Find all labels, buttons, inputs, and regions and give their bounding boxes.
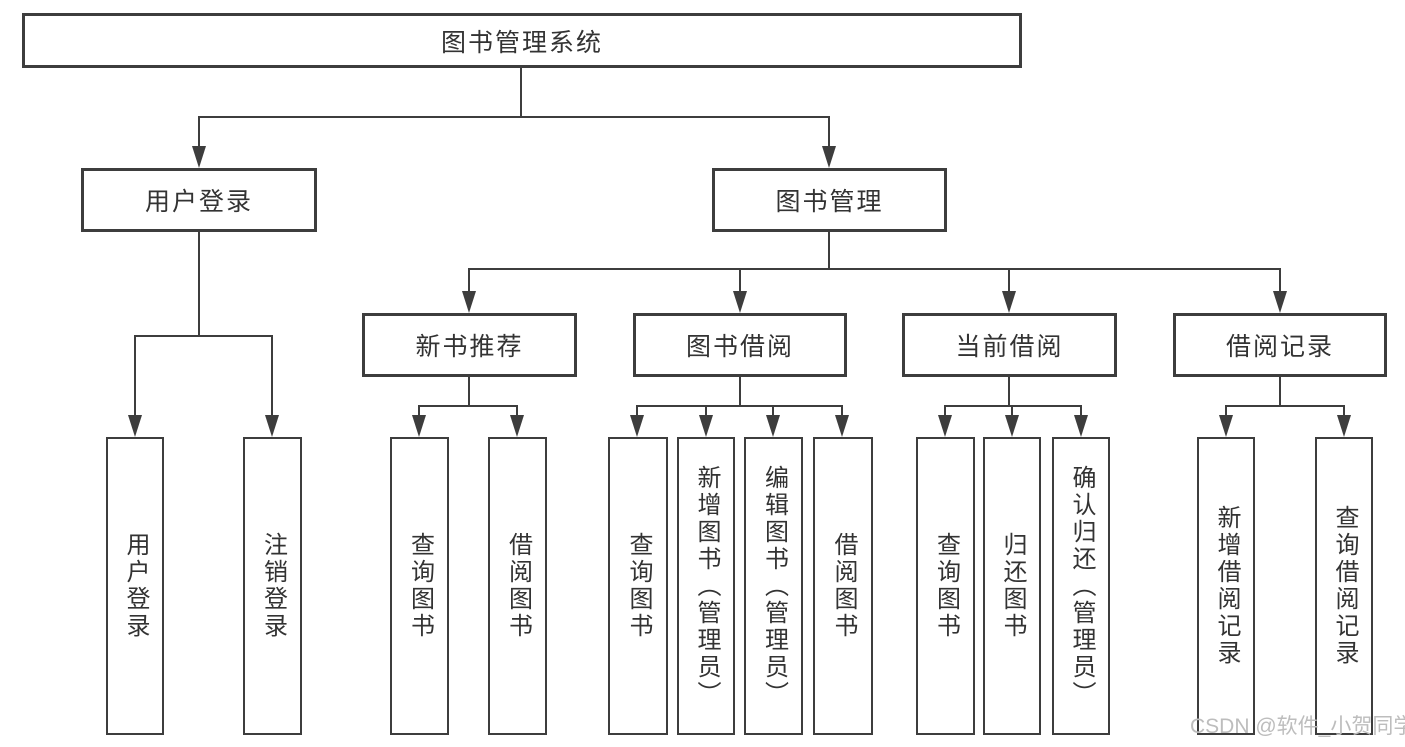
node-book-borrow: 图书借阅 — [633, 313, 847, 377]
leaf-borrow-query-book-label: 查询图书 — [625, 532, 652, 640]
node-new-book-recommend: 新书推荐 — [362, 313, 577, 377]
node-root: 图书管理系统 — [22, 13, 1022, 68]
connector-line — [198, 117, 200, 148]
node-book-management-label: 图书管理 — [775, 188, 884, 216]
node-current-borrow: 当前借阅 — [902, 313, 1117, 377]
leaf-recommend-query-book: 查询图书 — [390, 437, 449, 735]
leaf-current-return-book-label: 归还图书 — [999, 532, 1026, 640]
node-new-book-recommend-label: 新书推荐 — [415, 333, 524, 361]
leaf-user-login: 用户登录 — [106, 437, 164, 735]
leaf-logout-label: 注销登录 — [259, 532, 287, 640]
connector-line — [841, 406, 843, 418]
connector-line — [1343, 406, 1345, 418]
connector-line — [828, 117, 830, 148]
connector-line — [271, 336, 273, 416]
leaf-record-query-record: 查询借阅记录 — [1315, 437, 1373, 735]
arrow-down-icon — [1337, 415, 1351, 437]
arrow-down-icon — [766, 415, 780, 437]
arrow-down-icon — [128, 415, 142, 437]
arrow-down-icon — [1074, 415, 1088, 437]
connector-line — [1279, 269, 1281, 292]
arrow-down-icon — [1002, 291, 1016, 313]
connector-line — [134, 335, 273, 337]
connector-line — [418, 406, 420, 418]
leaf-recommend-borrow-book-label: 借阅图书 — [504, 532, 532, 640]
leaf-current-query-book: 查询图书 — [916, 437, 975, 735]
node-borrow-record-label: 借阅记录 — [1225, 333, 1334, 361]
leaf-recommend-borrow-book: 借阅图书 — [488, 437, 547, 735]
leaf-current-confirm-return: 确认归还（管理员） — [1052, 437, 1110, 735]
arrow-down-icon — [1273, 291, 1287, 313]
arrow-down-icon — [938, 415, 952, 437]
node-user-login: 用户登录 — [81, 168, 317, 232]
arrow-down-icon — [835, 415, 849, 437]
connector-line — [468, 268, 1281, 270]
connector-line — [772, 406, 774, 418]
arrow-down-icon — [733, 291, 747, 313]
leaf-user-login-label: 用户登录 — [122, 532, 149, 640]
node-borrow-record: 借阅记录 — [1173, 313, 1387, 377]
connector-line — [636, 406, 638, 418]
leaf-borrow-edit-book-label: 编辑图书（管理员） — [760, 464, 788, 708]
leaf-borrow-edit-book: 编辑图书（管理员） — [744, 437, 803, 735]
connector-line — [1080, 406, 1082, 418]
leaf-borrow-add-book-label: 新增图书（管理员） — [693, 464, 720, 708]
watermark-text: CSDN @软件_小贺同学 — [1190, 715, 1405, 738]
node-current-borrow-label: 当前借阅 — [955, 333, 1064, 361]
leaf-record-add-record: 新增借阅记录 — [1197, 437, 1255, 735]
connector-line — [1008, 269, 1010, 292]
leaf-record-add-record-label: 新增借阅记录 — [1213, 505, 1240, 667]
leaf-borrow-query-book: 查询图书 — [608, 437, 668, 735]
connector-line — [468, 269, 470, 292]
arrow-down-icon — [265, 415, 279, 437]
leaf-borrow-borrow-book-label: 借阅图书 — [830, 532, 857, 640]
connector-line — [828, 232, 830, 270]
node-user-login-label: 用户登录 — [144, 188, 253, 216]
connector-line — [468, 377, 470, 407]
connector-line — [516, 406, 518, 418]
arrow-down-icon — [412, 415, 426, 437]
leaf-borrow-add-book: 新增图书（管理员） — [677, 437, 735, 735]
leaf-logout: 注销登录 — [243, 437, 302, 735]
leaf-record-query-record-label: 查询借阅记录 — [1331, 505, 1358, 667]
arrow-down-icon — [1005, 415, 1019, 437]
connector-line — [1011, 406, 1013, 418]
connector-line — [418, 405, 518, 407]
connector-line — [1279, 377, 1281, 407]
leaf-current-confirm-return-label: 确认归还（管理员） — [1068, 464, 1095, 708]
connector-line — [944, 405, 1082, 407]
arrow-down-icon — [630, 415, 644, 437]
arrow-down-icon — [1219, 415, 1233, 437]
leaf-recommend-query-book-label: 查询图书 — [406, 532, 434, 640]
connector-line — [1225, 405, 1345, 407]
leaf-current-query-book-label: 查询图书 — [932, 532, 960, 640]
connector-line — [520, 68, 522, 118]
connector-line — [134, 336, 136, 416]
arrow-down-icon — [822, 146, 836, 168]
connector-line — [198, 116, 830, 118]
connector-line — [944, 406, 946, 418]
connector-line — [198, 232, 200, 337]
arrow-down-icon — [192, 146, 206, 168]
connector-line — [1225, 406, 1227, 418]
node-book-management: 图书管理 — [712, 168, 947, 232]
connector-line — [636, 405, 843, 407]
arrow-down-icon — [510, 415, 524, 437]
arrow-down-icon — [462, 291, 476, 313]
node-book-borrow-label: 图书借阅 — [685, 333, 794, 361]
node-root-label: 图书管理系统 — [440, 28, 603, 57]
leaf-current-return-book: 归还图书 — [983, 437, 1041, 735]
connector-line — [739, 377, 741, 407]
connector-line — [739, 269, 741, 292]
leaf-borrow-borrow-book: 借阅图书 — [813, 437, 873, 735]
arrow-down-icon — [699, 415, 713, 437]
connector-line — [705, 406, 707, 418]
connector-line — [1008, 377, 1010, 407]
